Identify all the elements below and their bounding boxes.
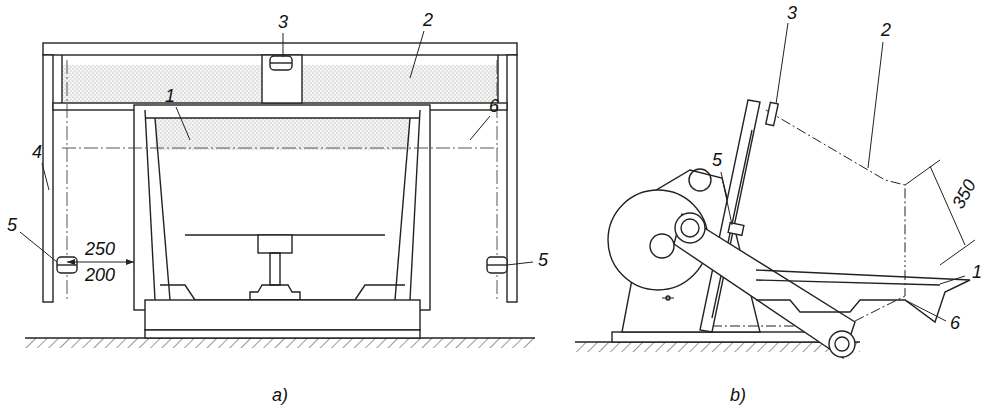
callout-number: 3 bbox=[276, 12, 290, 32]
callout-number: 3 bbox=[785, 3, 799, 23]
callout-number: 5 bbox=[536, 250, 550, 270]
callout-number: 4 bbox=[30, 142, 44, 162]
callout-number: 1 bbox=[163, 86, 177, 106]
callout-number: 6 bbox=[948, 313, 962, 333]
callout-number: 5 bbox=[710, 150, 724, 170]
view-a bbox=[20, 31, 535, 348]
view-b bbox=[575, 23, 975, 358]
callout-number: 5 bbox=[5, 215, 19, 235]
dimension-value: 200 bbox=[83, 265, 117, 285]
view-caption: b) bbox=[728, 385, 748, 405]
callout-number: 6 bbox=[487, 96, 501, 116]
view-caption: a) bbox=[270, 385, 290, 405]
dimension-value: 350 bbox=[947, 174, 981, 213]
dimension-value: 250 bbox=[83, 239, 117, 259]
callout-number: 2 bbox=[879, 20, 893, 40]
callout-number: 1 bbox=[970, 262, 984, 282]
callout-number: 2 bbox=[421, 10, 435, 30]
